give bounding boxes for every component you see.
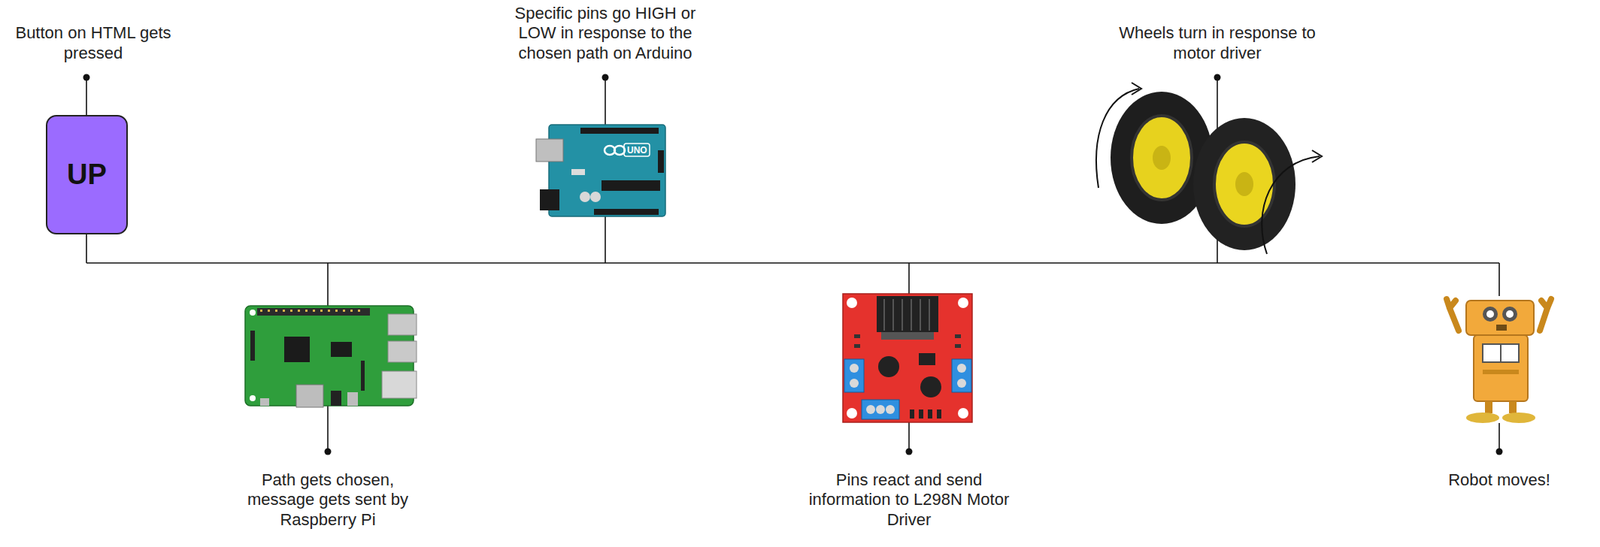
button-box: UP (45, 115, 128, 235)
board-logo-text: UNO (627, 145, 648, 155)
step-caption: Wheels turn in response to motor driver (1112, 23, 1323, 64)
step-caption: Path gets chosen, message gets sent by R… (233, 470, 422, 531)
step-caption: Button on HTML gets pressed (3, 23, 184, 64)
step-caption: Robot moves! (1424, 470, 1575, 491)
step-caption: Pins react and send information to L298N… (807, 470, 1011, 531)
step-caption: Specific pins go HIGH or LOW in response… (496, 3, 715, 64)
button-label: UP (66, 158, 107, 191)
